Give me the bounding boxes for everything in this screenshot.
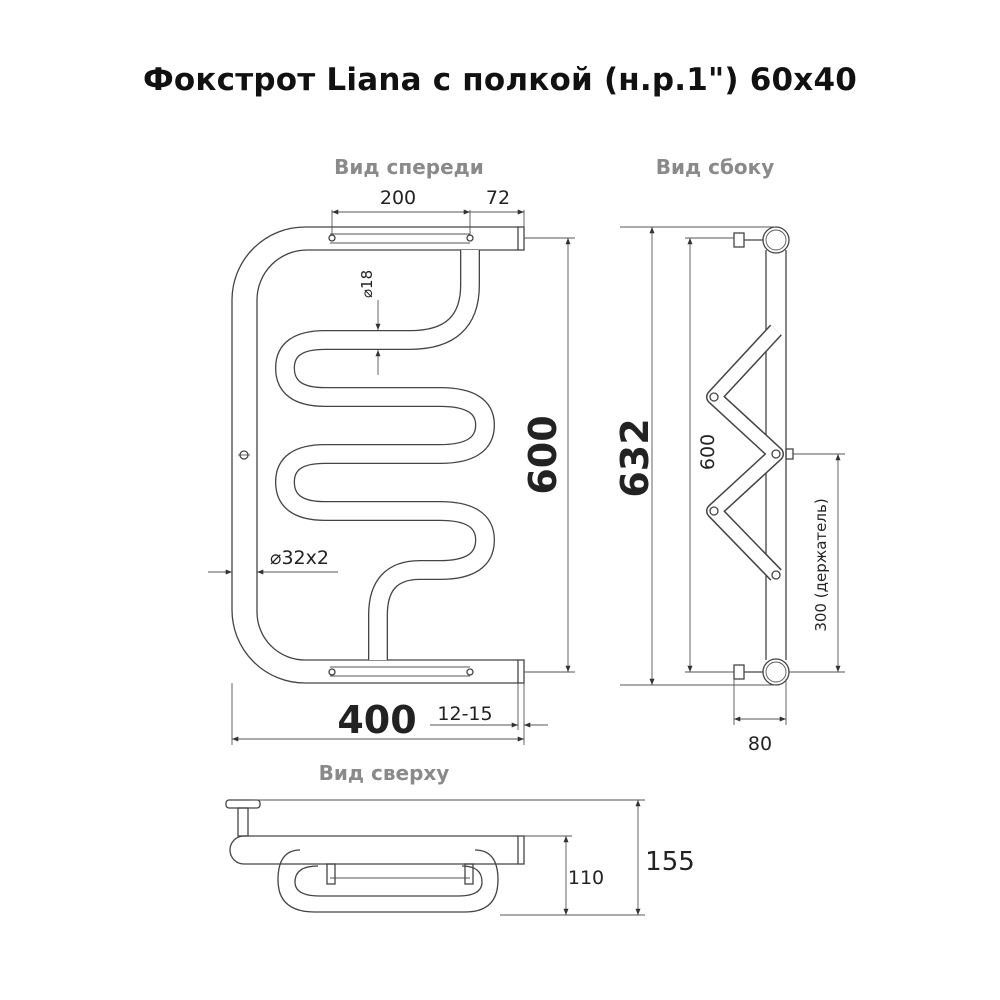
drawing-title: Фокстрот Liana с полкой (н.р.1") 60x40 (142, 62, 858, 98)
dim-side-total-height: 632 (613, 418, 657, 497)
dim-front-height: 600 (521, 415, 565, 494)
top-view-drawing (225, 799, 525, 913)
side-view-label: Вид сбоку (656, 155, 775, 179)
side-view-dimensions (620, 226, 845, 725)
dim-pipe-diameter: ⌀32x2 (270, 547, 329, 569)
dim-side-height: 600 (697, 434, 719, 470)
dim-front-offset: 72 (486, 187, 510, 209)
top-view-dimensions (250, 799, 645, 916)
front-view-label: Вид спереди (334, 155, 484, 179)
dim-top-depth: 110 (568, 867, 604, 889)
dim-side-depth: 80 (748, 733, 772, 755)
top-view-label: Вид сверху (319, 761, 450, 785)
side-view-drawing (706, 226, 794, 686)
dim-coil-diameter: ⌀18 (358, 270, 376, 298)
dim-side-holder: 300 (держатель) (812, 498, 830, 631)
dim-front-width: 400 (337, 698, 416, 742)
dim-front-shelf-length: 200 (380, 187, 416, 209)
front-view-dimensions (208, 209, 575, 745)
front-view-drawing (231, 226, 525, 684)
dim-wall-gap: 12-15 (437, 703, 492, 725)
dim-top-total-depth: 155 (645, 847, 695, 877)
